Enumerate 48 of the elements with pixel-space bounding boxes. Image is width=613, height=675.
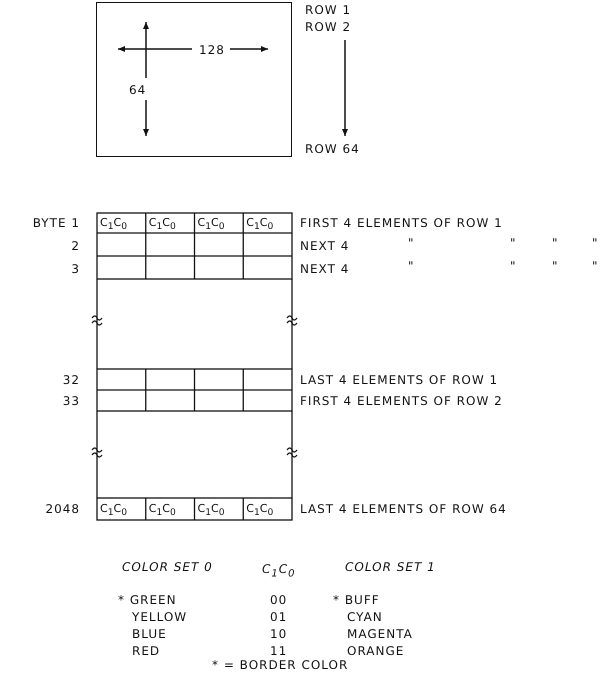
table-cell: * BUFF: [333, 593, 380, 607]
ditto-mark: ": [510, 236, 517, 250]
row-note: NEXT 4: [300, 262, 350, 276]
cell-text: C$_{1}$C$_{0}$: [198, 502, 225, 520]
column-heading: COLOR SET 1: [345, 560, 436, 574]
byte-number: BYTE 1: [32, 216, 80, 230]
ditto-mark: ": [592, 236, 599, 250]
cell-text: C$_{1}$C$_{0}$: [246, 502, 274, 520]
row-note: FIRST 4 ELEMENTS OF ROW 2: [300, 394, 503, 408]
ditto-mark: ": [552, 259, 559, 273]
row-note: FIRST 4 ELEMENTS OF ROW 1: [300, 216, 503, 230]
table-cell: MAGENTA: [347, 627, 413, 641]
row-label: ROW 2: [305, 20, 352, 34]
column-heading: C$_{1}$C$_{0}$: [262, 562, 296, 582]
byte-number: 2048: [45, 502, 80, 516]
table-cell: 10: [270, 627, 288, 641]
ditto-mark: ": [552, 236, 559, 250]
cell-text: C$_{1}$C$_{0}$: [198, 216, 225, 234]
cell-text: C$_{1}$C$_{0}$: [246, 216, 274, 234]
cell-text: C$_{1}$C$_{0}$: [100, 502, 128, 520]
table-cell: * GREEN: [118, 593, 177, 607]
byte-number: 3: [71, 262, 80, 276]
cell-text: C$_{1}$C$_{0}$: [100, 216, 128, 234]
row-label: ROW 64: [305, 142, 360, 156]
cell-text: C$_{1}$C$_{0}$: [148, 216, 176, 234]
byte-number: 32: [62, 373, 80, 387]
footnote: * = BORDER COLOR: [212, 658, 348, 672]
ditto-mark: ": [510, 259, 517, 273]
ditto-mark: ": [408, 259, 415, 273]
table-cell: ORANGE: [347, 644, 404, 658]
cell-text: C$_{1}$C$_{0}$: [148, 502, 176, 520]
column-heading: COLOR SET 0: [122, 560, 213, 574]
table-cell: YELLOW: [132, 610, 188, 624]
table-cell: RED: [132, 644, 160, 658]
table-cell: BLUE: [132, 627, 167, 641]
row-note: LAST 4 ELEMENTS OF ROW 64: [300, 502, 507, 516]
row-note: NEXT 4: [300, 239, 350, 253]
table-cell: 11: [270, 644, 288, 658]
byte-number: 2: [71, 239, 80, 253]
row-label: ROW 1: [305, 3, 352, 17]
table-cell: CYAN: [347, 610, 383, 624]
row-note: LAST 4 ELEMENTS OF ROW 1: [300, 373, 498, 387]
ditto-mark: ": [592, 259, 599, 273]
table-cell: 01: [270, 610, 288, 624]
ditto-mark: ": [408, 236, 415, 250]
screen-frame: [96, 2, 292, 157]
table-cell: 00: [270, 593, 288, 607]
byte-number: 33: [62, 394, 80, 408]
